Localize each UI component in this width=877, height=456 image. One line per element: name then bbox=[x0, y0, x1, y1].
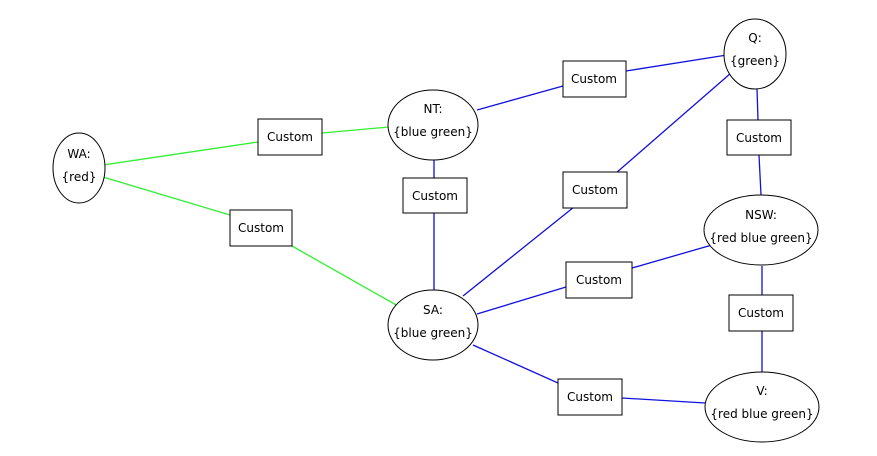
edge-layer bbox=[102, 54, 763, 404]
constraint-box-wa-nt[interactable]: Custom bbox=[257, 118, 323, 156]
node-ellipse bbox=[387, 289, 479, 361]
edge-sa-nsw-a bbox=[476, 286, 567, 315]
edge-sa-q-b bbox=[615, 72, 732, 174]
edge-wa-nt-a bbox=[102, 141, 259, 166]
constraint-box-sa-nsw[interactable]: Custom bbox=[565, 261, 633, 299]
constraint-box-frame bbox=[726, 119, 792, 156]
constraint-box-nsw-v[interactable]: Custom bbox=[728, 294, 794, 332]
constraint-label: Custom bbox=[572, 183, 618, 197]
variable-node-nt[interactable]: NT: {blue green} bbox=[387, 89, 479, 161]
edge-sa-v-a bbox=[472, 344, 559, 384]
constraint-label: Custom bbox=[238, 221, 284, 235]
constraint-box-frame bbox=[562, 60, 627, 98]
variable-node-v[interactable]: V: {red blue green} bbox=[704, 371, 820, 443]
constraint-label: Custom bbox=[571, 72, 617, 86]
node-name: SA: bbox=[423, 303, 443, 317]
constraint-box-nt-sa[interactable]: Custom bbox=[402, 177, 468, 214]
constraint-label: Custom bbox=[576, 273, 622, 287]
edge-nt-q-b bbox=[625, 54, 728, 72]
node-ellipse bbox=[704, 371, 820, 443]
variable-node-nsw[interactable]: NSW: {red blue green} bbox=[703, 194, 819, 266]
node-name: NT: bbox=[423, 102, 442, 116]
constraint-box-frame bbox=[229, 209, 293, 247]
edge-wa-sa-a bbox=[102, 176, 231, 216]
node-domain: {green} bbox=[730, 54, 780, 68]
constraint-box-q-nsw[interactable]: Custom bbox=[726, 119, 792, 156]
constraint-box-frame bbox=[728, 294, 794, 332]
node-domain: {blue green} bbox=[393, 326, 473, 340]
node-domain: {red blue green} bbox=[709, 231, 812, 245]
constraint-label: Custom bbox=[567, 390, 613, 404]
node-ellipse bbox=[52, 132, 106, 204]
constraint-label: Custom bbox=[736, 131, 782, 145]
constraint-label: Custom bbox=[738, 306, 784, 320]
node-name: WA: bbox=[67, 147, 90, 161]
edge-nt-q-a bbox=[476, 85, 564, 111]
node-domain: {red blue green} bbox=[710, 407, 813, 421]
node-ellipse bbox=[723, 18, 787, 90]
node-domain: {blue green} bbox=[393, 125, 473, 139]
constraint-box-frame bbox=[562, 171, 628, 209]
edge-wa-sa-b bbox=[291, 245, 399, 307]
constraint-box-nt-q[interactable]: Custom bbox=[562, 60, 627, 98]
constraint-box-frame bbox=[565, 261, 633, 299]
node-name: NSW: bbox=[745, 208, 777, 222]
node-ellipse bbox=[703, 194, 819, 266]
constraint-box-frame bbox=[257, 118, 323, 156]
constraint-label: Custom bbox=[412, 189, 458, 203]
constraint-box-frame bbox=[402, 177, 468, 214]
node-name: V: bbox=[756, 384, 767, 398]
constraint-box-wa-sa[interactable]: Custom bbox=[229, 209, 293, 247]
edge-sa-v-b bbox=[621, 397, 706, 404]
constraint-label: Custom bbox=[267, 130, 313, 144]
edge-wa-nt-b bbox=[321, 126, 390, 134]
variable-node-sa[interactable]: SA: {blue green} bbox=[387, 289, 479, 361]
node-ellipse bbox=[387, 89, 479, 161]
edge-q-nsw-b bbox=[758, 154, 762, 196]
node-name: Q: bbox=[748, 31, 762, 45]
variable-node-wa[interactable]: WA: {red} bbox=[52, 132, 106, 204]
constraint-box-frame bbox=[557, 378, 623, 416]
variable-node-q[interactable]: Q: {green} bbox=[723, 18, 787, 90]
edge-q-nsw-a bbox=[756, 88, 759, 121]
node-domain: {red} bbox=[62, 170, 97, 184]
edge-sa-q-a bbox=[462, 206, 575, 297]
constraint-box-sa-q[interactable]: Custom bbox=[562, 171, 628, 209]
constraint-box-sa-v[interactable]: Custom bbox=[557, 378, 623, 416]
edge-sa-nsw-b bbox=[631, 244, 713, 269]
